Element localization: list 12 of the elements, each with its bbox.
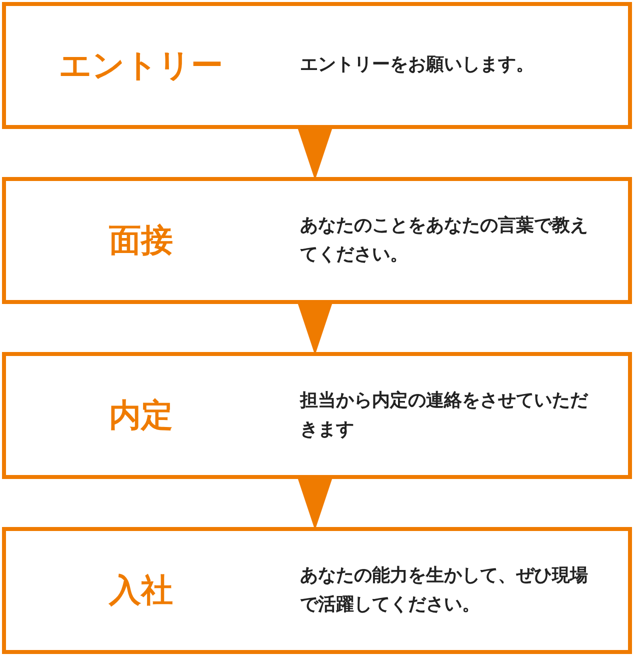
step-box [2,527,632,654]
step-title: 内定 [108,396,174,435]
step-title: 面接 [108,221,174,260]
step-title: 入社 [108,571,174,610]
step-description: 担当から内定の連絡をさせていただきます [300,388,590,442]
step-title: エントリー [58,46,224,85]
step-box [2,2,632,129]
step-description: あなたの能力を生かして、ぜひ現場で活躍してください。 [300,564,589,616]
step-box [2,352,632,479]
step-description: あなたのことをあなたの言葉で教えてください。 [300,214,589,266]
step-box [2,177,632,304]
step-description: エントリーをお願いします。 [300,53,535,78]
